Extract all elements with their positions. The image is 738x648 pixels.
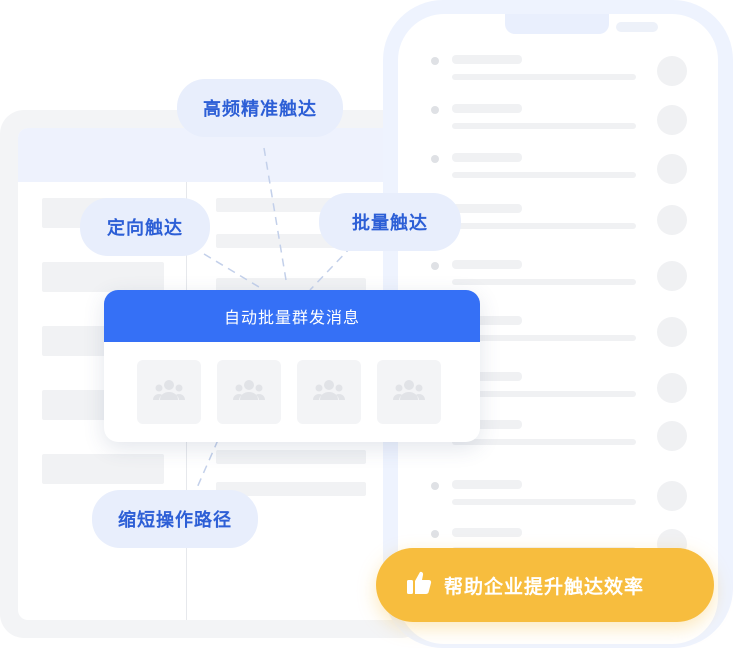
group-icon bbox=[312, 378, 346, 406]
desktop-placeholder-bar bbox=[42, 262, 164, 292]
thumbs-up-icon bbox=[406, 570, 432, 600]
phone-row-avatar bbox=[657, 56, 687, 86]
phone-row-dot bbox=[431, 57, 439, 65]
desktop-placeholder-bar bbox=[216, 278, 366, 292]
phone-row-avatar bbox=[657, 154, 687, 184]
desktop-placeholder-bar bbox=[216, 450, 366, 464]
phone-row-line bbox=[452, 528, 522, 537]
phone-row-line bbox=[452, 204, 522, 213]
desktop-window-header bbox=[18, 128, 413, 182]
phone-row-avatar bbox=[657, 261, 687, 291]
group-tile bbox=[377, 360, 441, 424]
connector-precise-reach bbox=[263, 147, 287, 281]
phone-row-line bbox=[452, 104, 522, 113]
desktop-placeholder-bar bbox=[42, 454, 164, 484]
phone-notch bbox=[505, 14, 609, 34]
group-icon bbox=[152, 378, 186, 406]
connector-batch-reach bbox=[309, 245, 353, 291]
phone-row-dot bbox=[431, 155, 439, 163]
phone-row-dot bbox=[431, 530, 439, 538]
phone-row-line bbox=[452, 316, 522, 325]
tag-shorten-path: 缩短操作路径 bbox=[92, 490, 258, 548]
phone-row-line bbox=[452, 439, 636, 445]
phone-row-line bbox=[452, 480, 522, 489]
phone-row-line bbox=[452, 279, 636, 285]
desktop-placeholder-bar bbox=[216, 482, 366, 496]
phone-row-avatar bbox=[657, 205, 687, 235]
tag-targeted-reach: 定向触达 bbox=[80, 198, 210, 256]
phone-row-line bbox=[452, 372, 522, 381]
phone-row-avatar bbox=[657, 105, 687, 135]
group-tile bbox=[217, 360, 281, 424]
tag-batch-reach: 批量触达 bbox=[319, 193, 461, 251]
connector-targeted-reach bbox=[203, 253, 265, 291]
phone-row-line bbox=[452, 55, 522, 64]
connector-shorten-path bbox=[195, 439, 219, 491]
phone-speaker bbox=[616, 22, 658, 32]
phone-row-avatar bbox=[657, 317, 687, 347]
phone-row-dot bbox=[431, 482, 439, 490]
phone-row-line bbox=[452, 420, 522, 429]
phone-row-line bbox=[452, 172, 636, 178]
cta-improve-efficiency[interactable]: 帮助企业提升触达效率 bbox=[376, 548, 714, 622]
phone-row-line bbox=[452, 335, 636, 341]
group-icon bbox=[232, 378, 266, 406]
cta-label: 帮助企业提升触达效率 bbox=[444, 575, 645, 598]
group-tile bbox=[297, 360, 361, 424]
group-tile bbox=[137, 360, 201, 424]
bulk-message-card: 自动批量群发消息 bbox=[104, 290, 480, 442]
phone-row-dot bbox=[431, 262, 439, 270]
phone-row-avatar bbox=[657, 481, 687, 511]
phone-row-line bbox=[452, 123, 636, 129]
phone-row-dot bbox=[431, 106, 439, 114]
phone-row-line bbox=[452, 74, 636, 80]
phone-row-line bbox=[452, 223, 636, 229]
phone-row-avatar bbox=[657, 373, 687, 403]
phone-row-avatar bbox=[657, 421, 687, 451]
phone-row-line bbox=[452, 153, 522, 162]
group-icon bbox=[392, 378, 426, 406]
tag-precise-reach: 高频精准触达 bbox=[177, 79, 343, 137]
phone-row-line bbox=[452, 260, 522, 269]
card-title: 自动批量群发消息 bbox=[104, 290, 480, 342]
phone-row-line bbox=[452, 391, 636, 397]
phone-row-line bbox=[452, 499, 636, 505]
